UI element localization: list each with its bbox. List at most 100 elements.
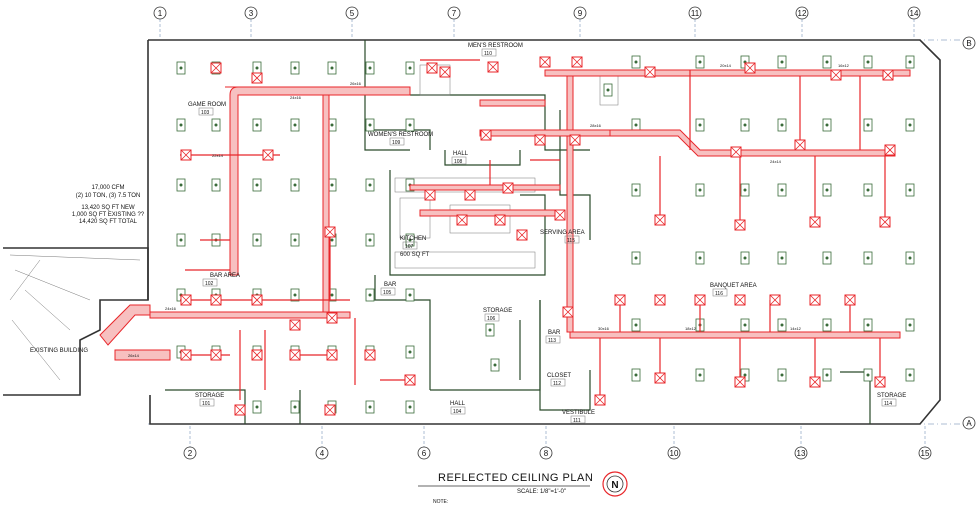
light-fixture-icon [695, 183, 705, 197]
light-fixture-icon [777, 251, 787, 265]
room-mens-restroom: MEN'S RESTROOM 110 [468, 43, 523, 57]
supply-diffuser-icon [424, 189, 436, 201]
duct-size-label: 30x16 [598, 326, 610, 331]
supply-diffuser-icon [882, 69, 894, 81]
supply-diffuser-icon [644, 66, 656, 78]
light-fixture-icon [252, 178, 262, 192]
svg-text:109: 109 [392, 140, 401, 146]
light-fixture-icon [176, 61, 186, 75]
supply-diffuser-icon [884, 144, 896, 156]
svg-text:104: 104 [453, 409, 462, 415]
grid-column-label: 11 [691, 9, 700, 18]
grid-column-label: 15 [921, 449, 930, 458]
supply-diffuser-icon [494, 214, 506, 226]
supply-diffuser-icon [794, 139, 806, 151]
svg-text:101: 101 [202, 401, 211, 407]
svg-text:102: 102 [205, 281, 214, 287]
grid-column-marker: 15 [918, 426, 932, 460]
supply-diffuser-icon [879, 216, 891, 228]
light-fixture-icon [822, 318, 832, 332]
light-fixture-icon [863, 183, 873, 197]
light-fixture-icon [863, 118, 873, 132]
svg-text:CLOSET: CLOSET [547, 373, 571, 379]
grid-column-marker: 11 [688, 6, 702, 38]
duct-size-label: 28x16 [590, 123, 602, 128]
duct-size-label: 24x16 [165, 306, 177, 311]
grid-column-marker: 14 [907, 6, 921, 38]
light-fixture-icon [252, 118, 262, 132]
svg-text:HALL: HALL [453, 151, 469, 157]
supply-diffuser-icon [480, 129, 492, 141]
supply-diffuser-icon [554, 209, 566, 221]
grid-column-marker: 8 [539, 426, 553, 460]
grid-column-marker: 12 [795, 6, 809, 38]
duct-size-label: 18x12 [685, 326, 697, 331]
light-fixture-icon [777, 118, 787, 132]
svg-text:GAME ROOM: GAME ROOM [188, 102, 226, 108]
grid-column-label: 10 [670, 449, 679, 458]
light-fixture-icon [822, 368, 832, 382]
supply-diffuser-icon [562, 306, 574, 318]
light-fixture-icon [740, 251, 750, 265]
light-fixture-icon [822, 55, 832, 69]
grid-column-marker: 13 [794, 426, 808, 460]
light-fixture-icon [905, 183, 915, 197]
light-fixture-icon [905, 55, 915, 69]
light-fixture-icon [631, 251, 641, 265]
light-fixture-icon [695, 118, 705, 132]
light-fixture-icon [905, 118, 915, 132]
supply-diffuser-icon [251, 349, 263, 361]
svg-text:115: 115 [567, 238, 575, 244]
svg-text:107: 107 [405, 244, 414, 250]
light-fixture-icon [740, 318, 750, 332]
grid-column-marker: 5 [345, 6, 359, 38]
supply-diffuser-icon [809, 294, 821, 306]
drawing-note: NOTE: [433, 499, 448, 505]
north-label: N [611, 480, 618, 491]
room-bar-105: BAR 105 [380, 282, 397, 296]
supply-diffuser-icon [571, 56, 583, 68]
supply-diffuser-icon [830, 69, 842, 81]
supply-diffuser-icon [326, 312, 338, 324]
svg-text:111: 111 [573, 418, 581, 424]
duct-size-label: 16x12 [838, 63, 850, 68]
light-fixture-icon [405, 400, 415, 414]
grid-column-label: 8 [544, 449, 549, 458]
light-fixture-icon [905, 368, 915, 382]
grid-column-marker: 7 [447, 6, 461, 38]
light-fixture-icon [176, 118, 186, 132]
light-fixture-icon [290, 400, 300, 414]
light-fixture-icon [365, 118, 375, 132]
supply-diffuser-icon [809, 216, 821, 228]
svg-text:BANQUET AREA: BANQUET AREA [710, 283, 757, 289]
supply-diffuser-icon [464, 189, 476, 201]
light-fixture-icon [822, 118, 832, 132]
supply-diffuser-icon [809, 376, 821, 388]
light-fixture-icon [822, 251, 832, 265]
svg-text:STORAGE: STORAGE [483, 308, 512, 314]
grid-column-label: 13 [797, 449, 806, 458]
supply-diffuser-icon [404, 374, 416, 386]
grid-column-marker: 3 [244, 6, 258, 38]
supply-diffuser-icon [210, 62, 222, 74]
grid-column-marker: 9 [573, 6, 587, 38]
supply-diffuser-icon [516, 229, 528, 241]
light-fixture-icon [603, 83, 613, 97]
svg-text:116: 116 [715, 291, 723, 297]
duct-size-labels: 24x16 26x16 24x16 20x14 16x12 28x16 24x1… [128, 63, 850, 358]
room-closet: CLOSET 112 [547, 373, 571, 387]
room-bar-113: BAR 113 [545, 330, 561, 344]
supply-diffuser-icon [654, 214, 666, 226]
room-bar-area: BAR AREA 102 [202, 273, 240, 287]
supply-diffuser-icon [734, 294, 746, 306]
light-fixture-icon [777, 55, 787, 69]
light-fixture-icon [631, 318, 641, 332]
supply-diffuser-icon [730, 146, 742, 158]
light-fixture-icon [290, 118, 300, 132]
svg-text:BAR: BAR [548, 330, 561, 336]
light-fixture-icon [863, 318, 873, 332]
light-fixture-icon [740, 368, 750, 382]
supply-diffuser-icon [456, 214, 468, 226]
light-fixture-icon [211, 178, 221, 192]
